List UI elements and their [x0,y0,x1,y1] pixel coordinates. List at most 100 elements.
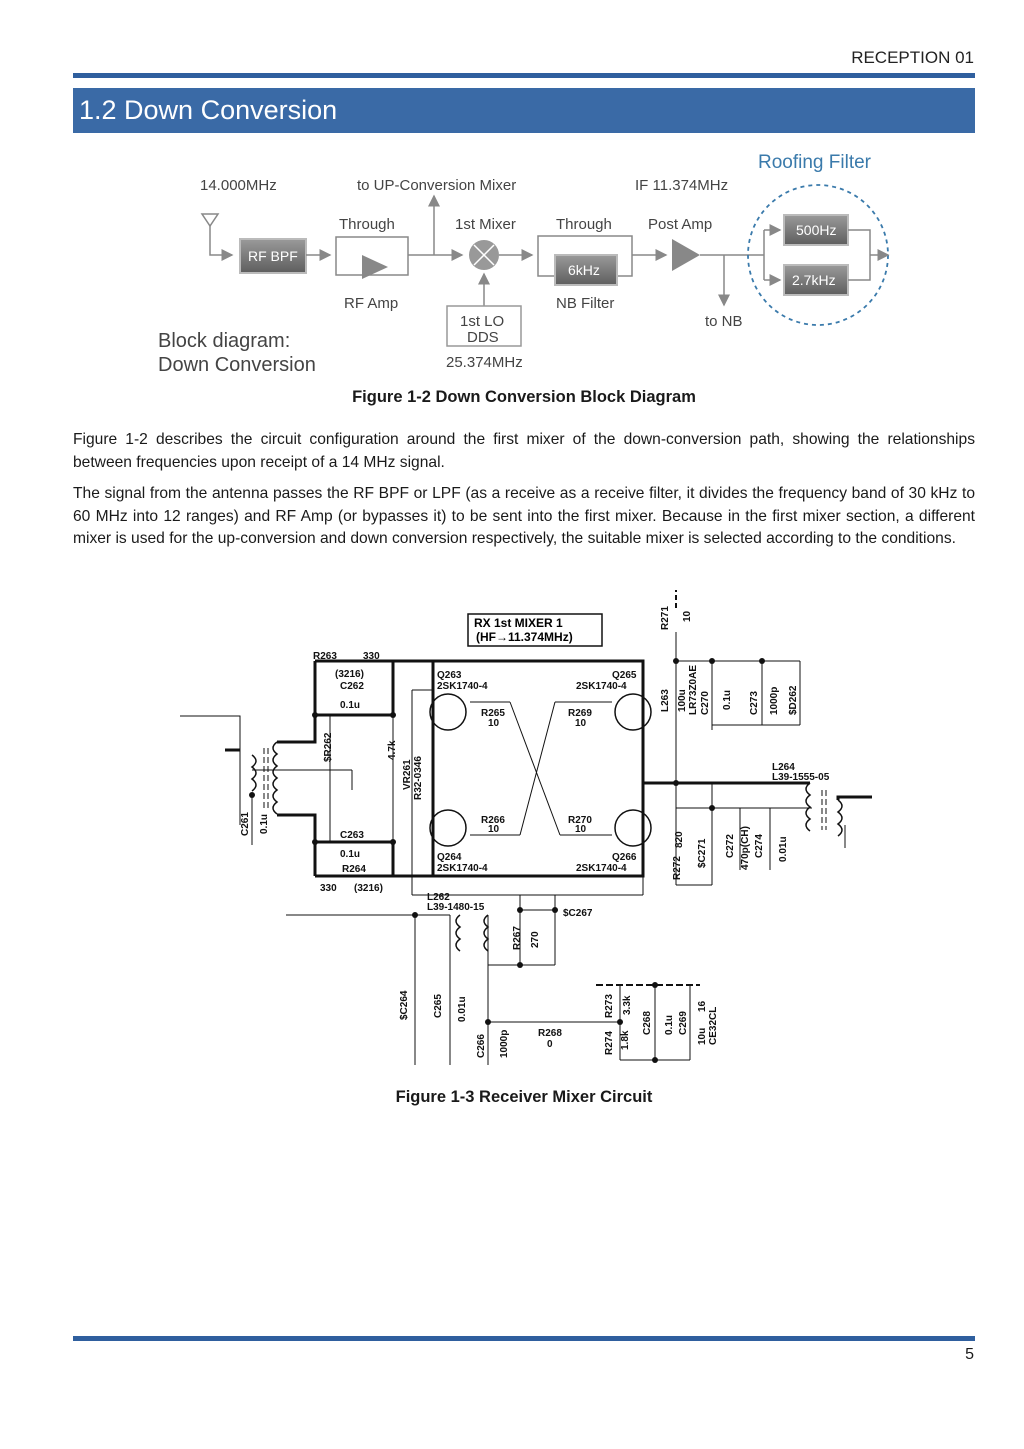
mixer-box-line1: RX 1st MIXER 1 [474,616,563,630]
label-q263t: 2SK1740-4 [437,681,488,692]
label-001ua: 0.01u [778,836,789,862]
rf-bpf-text: RF BPF [248,248,298,264]
label-01uc: 0.1u [340,849,360,860]
label-1000pb: 1000p [499,1030,510,1058]
figure1-caption: Figure 1-2 Down Conversion Block Diagram [352,388,696,406]
label-r271: R271 [660,606,671,630]
label-r268: R268 [538,1028,562,1039]
label-sd262: $D262 [788,685,799,715]
label-01ub: 0.1u [259,814,270,834]
label-c263: C263 [340,830,364,841]
diagram-label-1: Block diagram: [158,330,290,352]
post-amp-label: Post Amp [648,216,712,233]
label-33k: 3.3k [622,995,633,1015]
label-sc267: $C267 [563,908,593,919]
label-vr261: VR261 [402,759,413,790]
lo-freq-label: 25.374MHz [446,354,523,371]
label-lr73: LR73Z0AE [688,665,699,715]
label-l264t: L39-1555-05 [772,772,830,783]
label-3216b: (3216) [354,883,383,894]
label-0: 0 [547,1039,553,1050]
through2-label: Through [556,216,612,233]
rf-amp-label: RF Amp [344,295,398,312]
label-10a: 10 [488,718,500,729]
rf-amp-triangle-icon [362,255,388,279]
label-01ud: 0.1u [722,690,733,710]
page-number: 5 [965,1346,974,1363]
rf-bpf-box [239,238,307,274]
label-3216a: (3216) [335,669,364,680]
label-c272: C272 [725,834,736,858]
label-c261: C261 [240,812,251,836]
label-ce32: CE32CL [708,1007,719,1045]
header-rule [73,73,975,78]
through1-label: Through [339,216,395,233]
label-c273: C273 [749,691,760,715]
label-sr262: $R262 [323,732,334,762]
lo-dds-box [446,305,522,347]
label-330a: 330 [363,651,380,662]
label-001ub: 0.01u [457,996,468,1022]
label-c265: C265 [433,994,444,1018]
antenna-icon [200,213,234,261]
diagram-label-2: Down Conversion [158,354,316,376]
label-16: 16 [697,1000,708,1012]
label-10b: 10 [575,718,587,729]
lo-line2: DDS [467,329,499,346]
label-100u: 100u [677,689,688,712]
nb-filter-label: NB Filter [556,295,614,312]
label-c268: C268 [642,1011,653,1035]
label-q266: Q266 [612,852,637,863]
label-470p: 470p(CH) [740,826,751,870]
label-l264: L264 [772,762,795,773]
label-r270: R270 [568,815,592,826]
label-r266: R266 [481,815,505,826]
label-10e: 10 [682,610,693,622]
label-r273: R273 [604,994,615,1018]
label-q264: Q264 [437,852,462,863]
label-r265: R265 [481,708,505,719]
label-47k: 4.7k [387,740,398,760]
label-10d: 10 [575,824,587,835]
label-q265t: 2SK1740-4 [576,681,627,692]
mixer-schematic: RX 1st MIXER 1 (HF→11.374MHz) R263 330 (… [180,590,872,1065]
label-10u: 10u [697,1028,708,1045]
label-18k: 1.8k [620,1030,631,1050]
roofing-filter-label: Roofing Filter [758,152,872,173]
filter-2k7-box [783,264,849,296]
block-diagram: 14.000MHz to UP-Conversion Mixer IF 11.3… [158,152,890,376]
filter-500-box [783,214,849,246]
label-q264t: 2SK1740-4 [437,863,488,874]
filter-6k-box [554,254,618,286]
freq-in-label: 14.000MHz [200,177,277,194]
mixer-icon [469,240,499,270]
rf-amp-through-box [335,236,409,276]
figure2-caption: Figure 1-3 Receiver Mixer Circuit [395,1088,653,1106]
label-q266t: 2SK1740-4 [576,863,627,874]
label-c269: C269 [678,1011,689,1035]
label-r267: R267 [512,926,523,950]
label-r263: R263 [313,651,337,662]
filter-2k7-text: 2.7kHz [792,272,836,288]
label-c266: C266 [476,1034,487,1058]
label-10c: 10 [488,824,500,835]
label-r264: R264 [342,864,366,875]
lo-line1: 1st LO [460,313,504,330]
label-l262: L262 [427,892,450,903]
label-c262: C262 [340,681,364,692]
label-r269: R269 [568,708,592,719]
roofing-filter-circle [747,184,889,326]
section-title: 1.2 Down Conversion [73,88,975,133]
label-330b: 330 [320,883,337,894]
label-l262t: L39-1480-15 [427,902,485,913]
if-freq-label: IF 11.374MHz [635,177,728,194]
paragraph-1: Figure 1-2 describes the circuit configu… [73,431,975,471]
section-header: RECEPTION 01 [851,48,974,67]
label-r274: R274 [604,1031,615,1055]
mixer-box-line2: (HF→11.374MHz) [476,630,573,644]
footer-rule [73,1336,975,1341]
label-c274: C274 [754,834,765,858]
label-sc264: $C264 [399,990,410,1020]
paragraph-2: The signal from the antenna passes the R… [73,485,975,547]
to-nb-label: to NB [705,313,743,330]
